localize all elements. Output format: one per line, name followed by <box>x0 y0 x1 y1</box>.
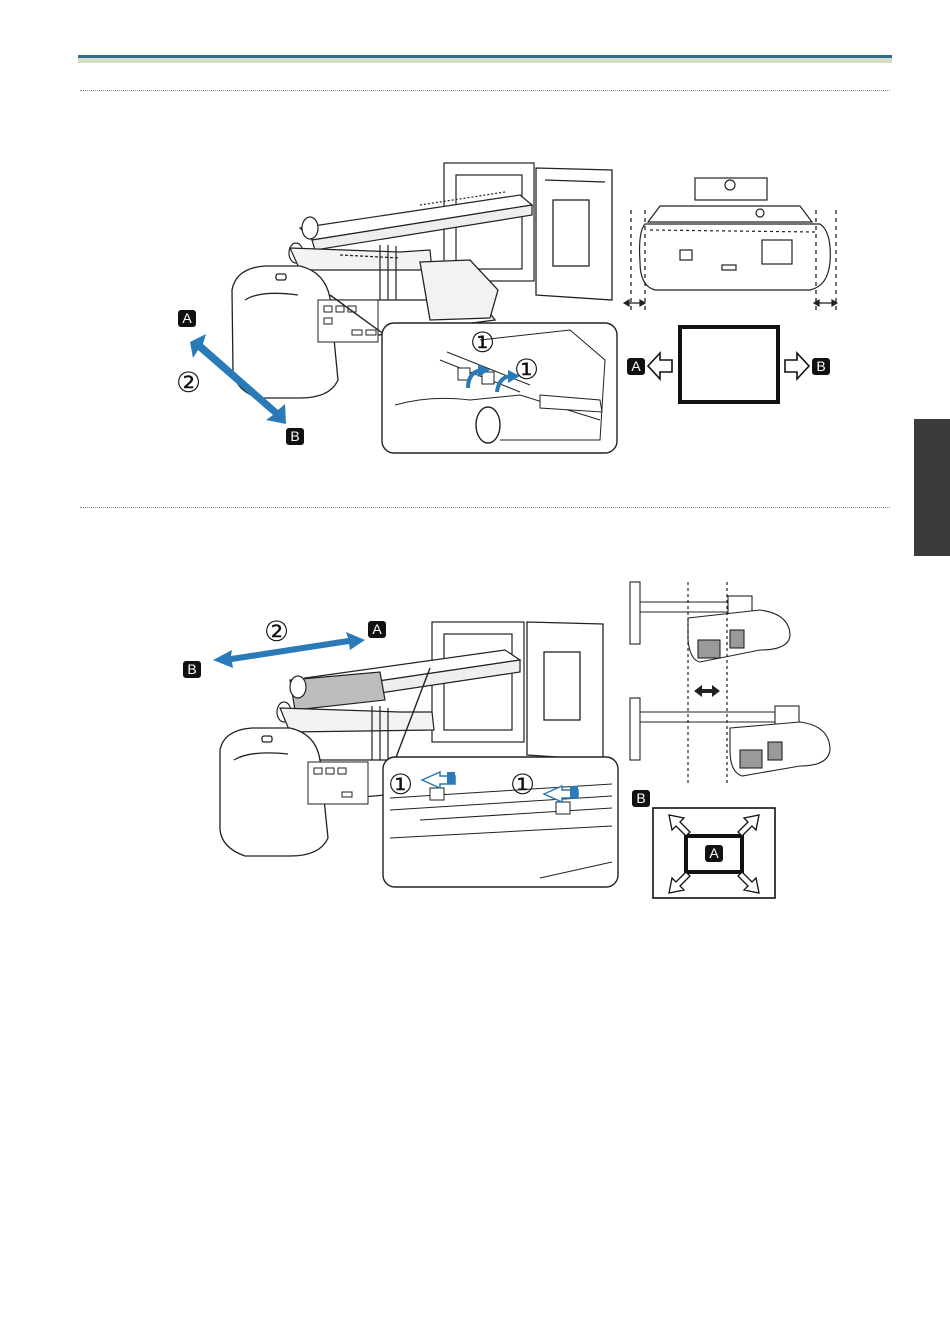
wall-plate-front-2 <box>527 622 603 760</box>
label-b-fig2: B <box>183 661 201 678</box>
legend-b-fig2: B <box>632 790 650 807</box>
inner-a-fig2: A <box>705 845 723 862</box>
side-view-projectors <box>630 582 830 776</box>
step-2-fig2: ② <box>264 617 289 647</box>
label-a-fig2: A <box>368 621 386 638</box>
step-1b-fig2: ① <box>510 770 535 800</box>
step-1a-fig2: ① <box>388 770 413 800</box>
connector-panel-2 <box>308 762 368 804</box>
side-view-guides <box>688 582 727 786</box>
distance-arrow <box>694 685 720 697</box>
